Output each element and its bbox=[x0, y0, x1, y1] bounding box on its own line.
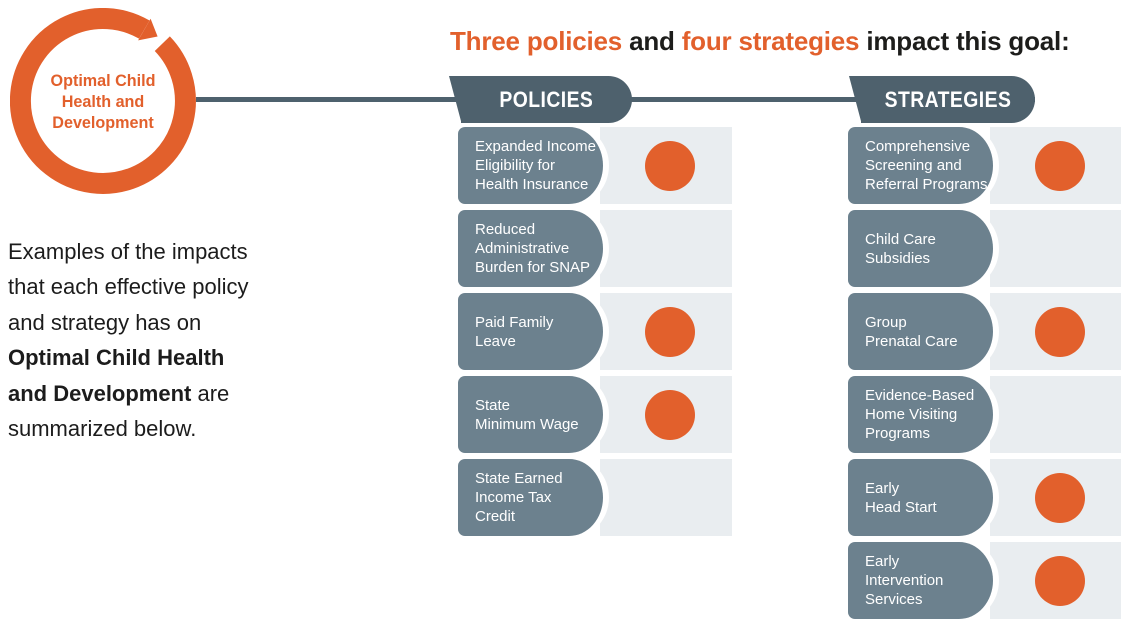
item-label-line: Paid Family bbox=[475, 313, 554, 331]
item-label-line: Home Visiting bbox=[865, 406, 958, 423]
item-label-line: Intervention bbox=[865, 572, 944, 589]
item-label-line: Head Start bbox=[865, 498, 937, 516]
impact-panel bbox=[600, 210, 732, 287]
note-bold: and Development bbox=[8, 380, 192, 406]
item-label-line: Health Insurance bbox=[475, 176, 589, 193]
item-label-line: Reduced bbox=[475, 221, 536, 238]
headline-emphasis: Three policies bbox=[450, 26, 623, 56]
item-label-line: Leave bbox=[475, 332, 516, 350]
item-label-line: Income Tax bbox=[475, 489, 552, 506]
item-label-line: Services bbox=[865, 591, 923, 608]
note-line: that each effective policy bbox=[8, 274, 249, 300]
strategies-header-label: STRATEGIES bbox=[884, 86, 1012, 112]
item-label-line: Credit bbox=[475, 508, 516, 525]
impact-dot bbox=[645, 140, 695, 191]
note-line: and strategy has on bbox=[8, 309, 202, 335]
item-label-line: Prenatal Care bbox=[865, 332, 958, 350]
item-label-line: Expanded Income bbox=[475, 138, 596, 155]
item-label-line: Group bbox=[865, 313, 907, 331]
item-label-line: Minimum Wage bbox=[475, 415, 579, 433]
impact-dot bbox=[645, 389, 695, 440]
item-label-line: Referral Programs bbox=[865, 176, 988, 193]
impact-panel bbox=[600, 459, 732, 536]
goal-ring-icon bbox=[10, 8, 196, 194]
goal-badge-line: Health and bbox=[61, 91, 145, 111]
item-label-line: Evidence-Based bbox=[865, 387, 975, 404]
headline: Three policies and four strategies impac… bbox=[450, 26, 1110, 57]
item-label-line: Programs bbox=[865, 425, 931, 442]
impact-dot bbox=[1035, 472, 1085, 523]
policies-header-label: POLICIES bbox=[499, 86, 594, 112]
impact-panel bbox=[990, 376, 1121, 453]
item-label-line: Burden for SNAP bbox=[475, 259, 591, 276]
impact-dot bbox=[645, 306, 695, 357]
policies-header-tab: POLICIES bbox=[449, 76, 632, 123]
item-label-line: Early bbox=[865, 479, 900, 497]
impact-dot bbox=[1035, 555, 1085, 606]
item-label-line: Comprehensive bbox=[865, 138, 971, 155]
intro-note: Examples of the impacts that each effecti… bbox=[8, 234, 318, 446]
goal-badge-line: Development bbox=[52, 112, 154, 132]
note-line: Optimal Child Health bbox=[8, 340, 318, 375]
note-line: Examples of the impacts bbox=[8, 239, 248, 264]
note-line: summarized below. bbox=[8, 416, 197, 442]
impact-panel bbox=[990, 210, 1121, 287]
item-label-line: Early bbox=[865, 553, 900, 570]
item-label-line: Eligibility for bbox=[475, 157, 556, 174]
item-label-line: Administrative bbox=[475, 240, 570, 257]
impact-dot bbox=[1035, 306, 1085, 357]
impact-dot bbox=[1035, 140, 1085, 191]
goal-badge-line: Optimal Child bbox=[50, 70, 156, 90]
item-label-line: Subsidies bbox=[865, 249, 931, 267]
note-bold: Optimal Child Health bbox=[8, 345, 225, 371]
item-label-line: State Earned bbox=[475, 470, 563, 487]
headline-emphasis: four strategies bbox=[681, 26, 860, 56]
note-line: and Development are bbox=[8, 380, 230, 406]
headline-text: impact this goal: bbox=[859, 26, 1070, 56]
item-label-line: State bbox=[475, 396, 511, 414]
item-label-line: Screening and bbox=[865, 157, 962, 174]
strategies-header-tab: STRATEGIES bbox=[849, 76, 1035, 123]
item-label-line: Child Care bbox=[865, 230, 936, 248]
headline-text: and bbox=[622, 26, 682, 56]
